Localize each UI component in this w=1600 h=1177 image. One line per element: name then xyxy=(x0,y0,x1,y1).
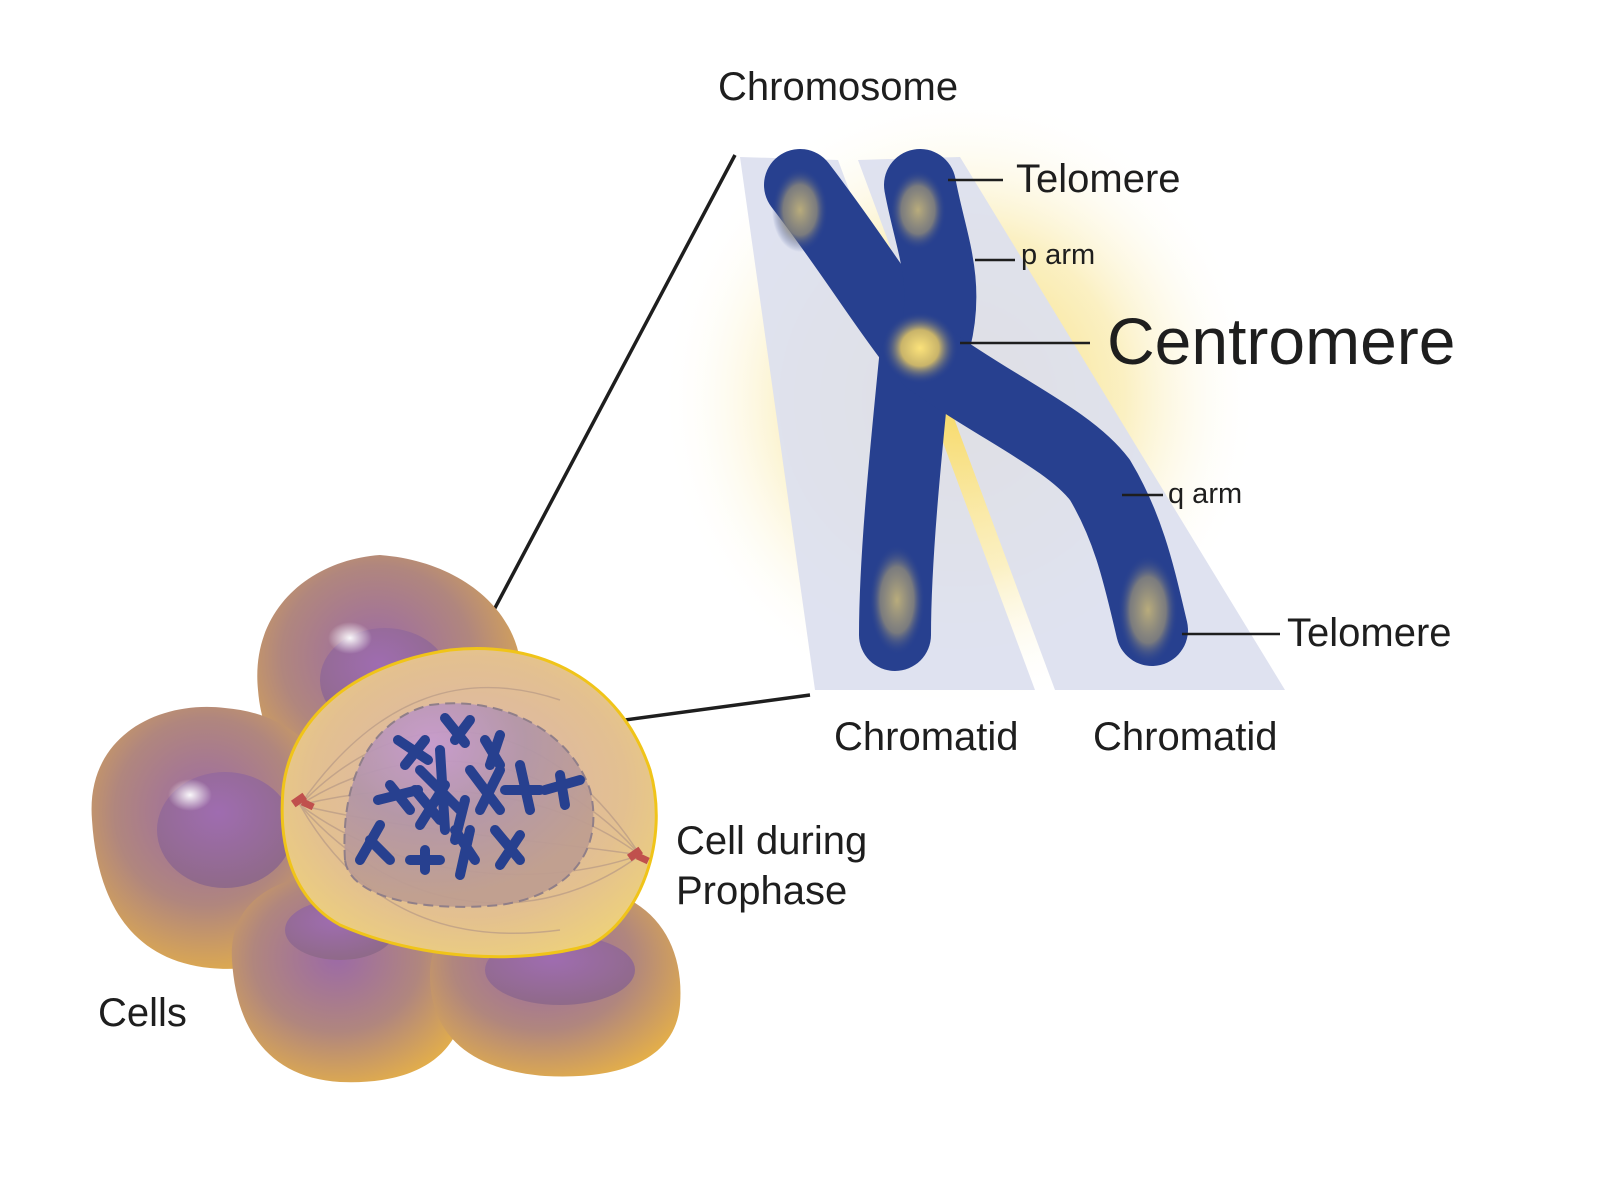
telomere-tip-lower-left xyxy=(869,545,925,655)
label-chromatid-left: Chromatid xyxy=(834,715,1019,759)
label-centromere: Centromere xyxy=(1107,304,1455,378)
label-telomere-bottom: Telomere xyxy=(1287,611,1452,655)
label-p-arm: p arm xyxy=(1021,239,1095,271)
centriole-right xyxy=(626,846,650,865)
label-chromatid-right: Chromatid xyxy=(1093,715,1278,759)
label-q-arm: q arm xyxy=(1168,478,1242,510)
condensed-chromosomes xyxy=(355,713,585,880)
label-chromosome: Chromosome xyxy=(718,65,958,109)
prophase-nucleus xyxy=(343,702,595,908)
prophase-cell xyxy=(280,647,658,959)
telomere-tip-upper-right xyxy=(890,170,946,250)
label-cells: Cells xyxy=(98,991,187,1035)
chromosome xyxy=(764,149,1188,671)
centromere-spot xyxy=(882,312,958,384)
label-cell-prophase-line2: Prophase xyxy=(676,869,847,913)
telomere-tip-upper-left xyxy=(772,168,828,252)
centriole-left xyxy=(290,792,315,811)
label-telomere-top: Telomere xyxy=(1016,157,1181,201)
label-cell-prophase-line1: Cell during xyxy=(676,819,867,863)
telomere-tip-lower-right xyxy=(1118,555,1178,665)
cell-left-highlight xyxy=(168,779,212,811)
cell-top-highlight xyxy=(328,622,372,654)
